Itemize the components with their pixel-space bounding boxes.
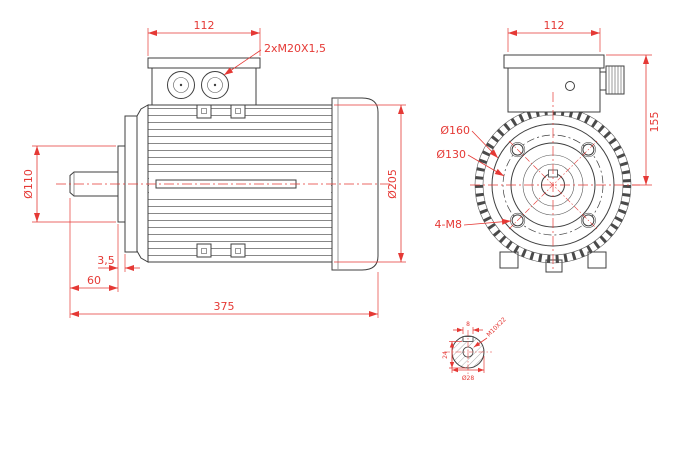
label-text-gland: 2xM20X1,5	[264, 42, 326, 55]
side-view: 112 2xM20X1,5 Ø110 Ø205 3,5	[22, 19, 406, 318]
shaft-detail: 8 M10X22 24 Ø28	[442, 316, 508, 382]
dim-text-60: 60	[87, 274, 101, 287]
label-mounting-holes: 4-M8	[435, 218, 512, 231]
dim-center-height: 155	[606, 54, 661, 186]
dim-text-112-front: 112	[544, 19, 565, 32]
dim-text-155: 155	[648, 112, 661, 133]
dim-frame-diameter: Ø205	[334, 104, 406, 263]
end-shield	[136, 104, 149, 263]
label-text-d160: Ø160	[440, 124, 470, 137]
dim-text-d205: Ø205	[386, 169, 399, 199]
bolt-bosses	[196, 104, 246, 258]
dim-text-24: 24	[442, 351, 449, 359]
label-cable-gland: 2xM20X1,5	[223, 42, 326, 76]
dim-text-d110: Ø110	[22, 169, 35, 199]
dim-text-3-5: 3,5	[97, 254, 115, 267]
label-text-d130: Ø130	[436, 148, 466, 161]
dim-shaft-diameter: Ø28	[451, 356, 485, 382]
dim-text-112-side: 112	[194, 19, 215, 32]
front-view: 112 155 Ø160 Ø130 4-M8	[435, 19, 661, 273]
front-centerline-diag2	[508, 140, 598, 230]
label-text-4m8: 4-M8	[435, 218, 462, 231]
foot-tab-left	[499, 251, 519, 269]
dim-overall-length: 375	[70, 272, 379, 318]
label-text-m10x22: M10X22	[485, 316, 507, 338]
foot-tab-right	[587, 251, 607, 269]
terminal-box-front	[503, 54, 625, 113]
dim-front-box-width: 112	[507, 19, 601, 52]
lid-screw	[565, 81, 575, 91]
dim-spigot-diameter: Ø110	[22, 145, 116, 223]
cable-gland-front	[599, 65, 625, 95]
label-flange-diameter: Ø160	[440, 124, 499, 159]
dim-terminal-box-width: 112	[147, 19, 261, 56]
terminal-box-side	[147, 57, 261, 106]
dim-spigot-depth: 3,5	[97, 224, 140, 292]
label-bolt-circle: Ø130	[436, 148, 505, 177]
dim-text-d28: Ø28	[462, 375, 475, 382]
dim-text-375: 375	[214, 300, 235, 313]
dim-shaft-length: 60	[69, 198, 118, 318]
fan-cowl	[331, 97, 379, 271]
dim-keyway-width: 8	[453, 321, 483, 334]
dim-text-8: 8	[466, 321, 470, 328]
